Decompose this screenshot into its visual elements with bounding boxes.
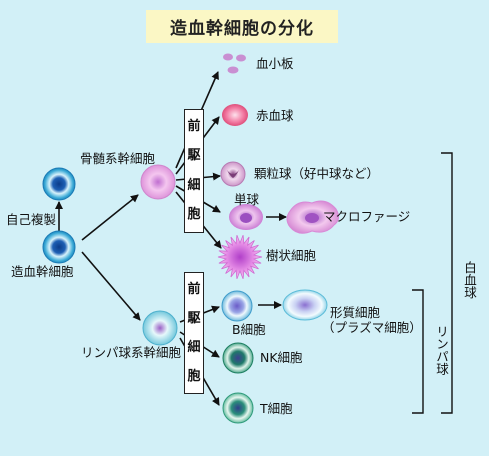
lymphoid-precursor-char-2: 駆 xyxy=(187,310,201,326)
monocyte-cell xyxy=(229,204,263,230)
monocyte-label: 単球 xyxy=(234,192,260,207)
arrow-to-myeloid xyxy=(81,194,139,241)
rbc-label: 赤血球 xyxy=(256,108,294,123)
bcell-label: B細胞 xyxy=(232,322,266,337)
self-renewal-label: 自己複製 xyxy=(6,212,57,227)
dendritic-label: 樹状細胞 xyxy=(266,248,317,263)
hsc-self-cell xyxy=(42,167,76,201)
macrophage-label: マクロファージ xyxy=(323,209,411,224)
rbc-cell xyxy=(222,104,248,126)
lymphoid-precursor-char-3: 細 xyxy=(187,339,201,355)
plasma-label-2: （プラズマ細胞） xyxy=(322,320,422,335)
lymphocyte-bracket xyxy=(412,289,424,414)
lymphocyte-label: リンパ球 xyxy=(434,325,449,375)
myeloid-precursor-char-4: 胞 xyxy=(187,207,201,223)
lymphoid-precursor-box: 前 駆 細 胞 xyxy=(184,272,204,394)
myeloid-precursor-char-2: 駆 xyxy=(187,148,201,164)
tcell-cell xyxy=(222,392,254,424)
hsc-label: 造血幹細胞 xyxy=(11,264,74,279)
granulocyte-label: 顆粒球（好中球など） xyxy=(254,166,380,181)
myeloid-precursor-char-1: 前 xyxy=(187,118,201,134)
lymphoid-stem-label: リンパ球系幹細胞 xyxy=(81,345,182,360)
hsc-cell xyxy=(42,230,76,264)
tcell-label: T細胞 xyxy=(260,401,293,416)
platelet-label: 血小板 xyxy=(256,56,294,71)
platelet-cells xyxy=(223,53,246,74)
myeloid-precursor-box: 前 駆 細 胞 xyxy=(184,109,204,233)
wbc-bracket xyxy=(441,152,453,414)
brackets xyxy=(412,152,453,414)
lymphoid-precursor-char-1: 前 xyxy=(187,281,201,297)
diagram-title: 造血幹細胞の分化 xyxy=(146,10,338,43)
plasma-label-1: 形質細胞 xyxy=(330,305,381,320)
lymphoid-precursor-char-4: 胞 xyxy=(187,368,201,384)
dendritic-cell xyxy=(217,235,263,279)
granulocyte-cell xyxy=(220,161,246,187)
nk-cell xyxy=(222,342,254,374)
lymphoid-stem-cell xyxy=(142,310,178,346)
bcell-cell xyxy=(221,290,253,322)
myeloid-precursor-char-3: 細 xyxy=(187,177,201,193)
arrow-to-lymphoid xyxy=(81,251,141,321)
myeloid-stem-cell xyxy=(140,164,176,200)
myeloid-stem-label: 骨髄系幹細胞 xyxy=(80,151,156,166)
nk-label: NK細胞 xyxy=(260,350,303,365)
macrophage-cell xyxy=(286,200,340,234)
wbc-label: 白血球 xyxy=(462,261,477,299)
plasma-cell xyxy=(282,289,328,321)
